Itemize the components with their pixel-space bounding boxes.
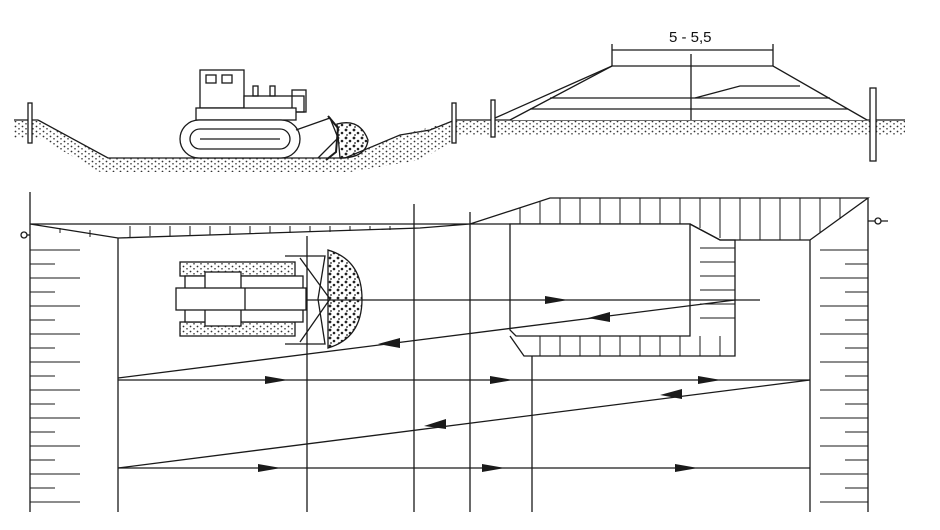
arrow-right: [482, 464, 505, 472]
stake-mid-2: [490, 99, 496, 138]
pushed-soil-top: [327, 249, 363, 349]
stake-right: [869, 87, 877, 162]
embankment-slope-right: [509, 223, 736, 357]
top-slope-band: [29, 197, 871, 241]
bulldozer-side-view: [179, 69, 369, 161]
embankment-width-label: 5 - 5,5: [669, 29, 712, 46]
embankment-plan: [509, 223, 691, 337]
embankment-layer: [694, 85, 800, 99]
cab-window-2: [221, 74, 233, 84]
embankment: [509, 65, 868, 121]
path-4: [117, 379, 811, 469]
axis-marker-right: [874, 217, 882, 225]
left-slope-ticks: [30, 249, 80, 503]
soil-hatch-left: [14, 121, 455, 172]
arrow-left: [588, 312, 610, 322]
path-2: [117, 299, 736, 379]
stake-left: [27, 102, 33, 144]
arrow-left: [378, 338, 400, 348]
arrow-left: [424, 419, 446, 429]
blade-arm: [295, 117, 339, 159]
pushed-soil: [336, 122, 369, 159]
plan-view: [20, 192, 888, 512]
right-slope-ticks: [820, 249, 868, 503]
direction-arrows: [258, 296, 721, 472]
axis-marker-left: [20, 231, 28, 239]
push-arms: [285, 255, 326, 345]
stake-mid-1: [451, 102, 457, 144]
arrow-right: [490, 376, 513, 384]
radiator: [291, 89, 307, 113]
cab-window-1: [205, 74, 217, 84]
arrow-right: [545, 296, 568, 304]
blade: [325, 115, 340, 161]
cross-section: [14, 44, 905, 172]
engine-top-view: [175, 287, 307, 311]
arrow-right: [698, 376, 721, 384]
exhaust-1: [252, 85, 259, 97]
bulldozer-top-view: [175, 249, 363, 349]
top-slope-hatch: [59, 198, 841, 240]
arrow-right: [258, 464, 281, 472]
track-inner: [189, 128, 291, 150]
stake-guide-line: [494, 65, 613, 119]
embankment-slope-hatch: [539, 247, 735, 356]
exhaust-2: [269, 85, 276, 97]
arrow-right: [675, 464, 698, 472]
chassis: [195, 107, 297, 121]
arrow-left: [660, 389, 682, 399]
arrow-right: [265, 376, 288, 384]
soil-hatch-right: [455, 121, 905, 135]
